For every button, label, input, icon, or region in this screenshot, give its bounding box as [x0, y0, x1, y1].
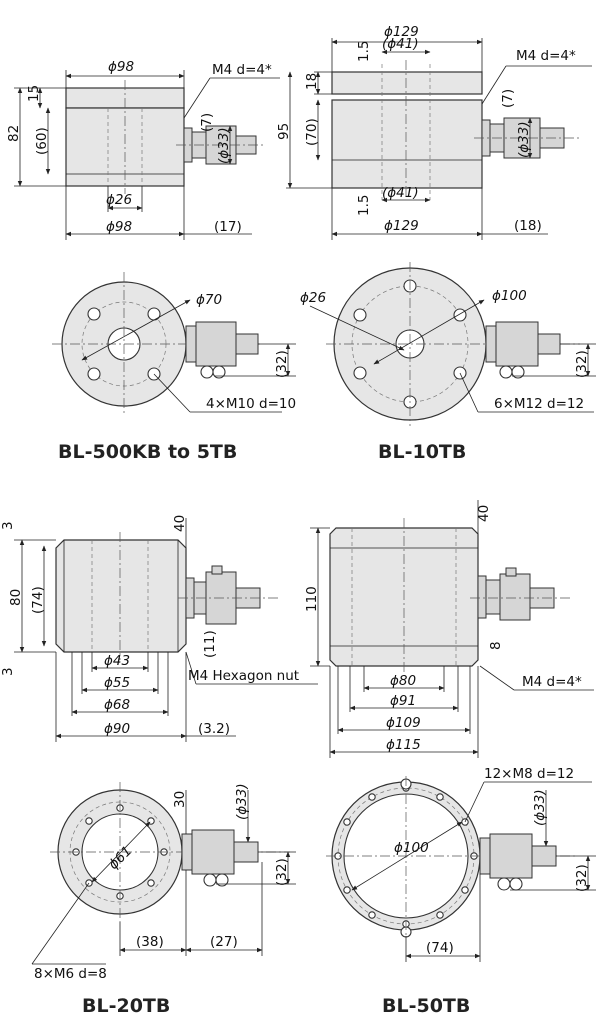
bl20-d11: (11)	[202, 630, 218, 658]
bl50-d109: ϕ109	[386, 715, 421, 731]
bl20-d68: ϕ68	[104, 697, 130, 713]
bl500-h15: 15	[26, 85, 42, 102]
bl50-d33: (ϕ33)	[532, 789, 548, 826]
bl500-top-view: ϕ70 (32) 4×M10 d=10	[52, 272, 296, 416]
bl10-top-view: ϕ26 ϕ100 (32) 6×M12 d=12	[300, 262, 596, 426]
bl10-h18: 18	[304, 73, 320, 90]
bl10-top-plate	[331, 71, 483, 95]
bl10-caption: BL-10TB	[378, 441, 466, 463]
bl500-caption: BL-500KB to 5TB	[58, 441, 237, 463]
bl20-d40: 40	[172, 515, 188, 532]
bl10-d18: (18)	[514, 218, 542, 234]
bl10-h1-5-top: 1.5	[356, 41, 372, 62]
bl10-side-view: ϕ129 (ϕ41) 1.5 M4 d=4* 18 95 (70) (7) (ϕ…	[276, 24, 592, 240]
bl10-d26: ϕ26	[300, 290, 326, 306]
bl20-d33: (ϕ33)	[234, 783, 250, 820]
bl500-d32: (32)	[274, 350, 290, 378]
bl500-d33: (ϕ33)	[216, 127, 232, 164]
bl50-d40: 40	[476, 505, 492, 522]
bl10-d100: ϕ100	[492, 288, 527, 304]
bl20-h74: (74)	[30, 586, 46, 614]
bl500-side-view: ϕ98 15 82 (60) M4 d=4* (7) (ϕ33) ϕ26 ϕ98…	[6, 59, 280, 240]
bl50-d100: ϕ100	[394, 840, 429, 856]
bl10-m4-label: M4 d=4*	[516, 48, 576, 64]
bl50-top-view: ϕ100 12×M8 d=12 (ϕ33) (32) (74)	[326, 766, 596, 962]
bl50-side-view: 110 40 8 M4 d=4* ϕ80 ϕ91 ϕ109 ϕ115	[304, 500, 594, 758]
bl500-h82: 82	[6, 125, 22, 142]
bl50-d8: 8	[488, 641, 504, 650]
bl20-bolts: 8×M6 d=8	[34, 966, 107, 982]
bl20-caption: BL-20TB	[82, 995, 170, 1017]
bl50-d74: (74)	[426, 940, 454, 956]
bl20-top-view: ϕ61 30 (ϕ33) (32) (38) (27) 8×M6 d=8	[31, 782, 296, 982]
bl50-d115: ϕ115	[386, 737, 421, 753]
bl10-h1-5-bot: 1.5	[356, 195, 372, 216]
bl500-top-diameter: ϕ98	[108, 59, 134, 75]
bl20-connector-top	[181, 829, 259, 887]
bl500-d26: ϕ26	[106, 192, 132, 208]
bl20-d43: ϕ43	[104, 653, 130, 669]
bl500-h60: (60)	[34, 127, 50, 155]
bl50-bolts: 12×M8 d=12	[484, 766, 574, 782]
bl50-caption: BL-50TB	[382, 995, 470, 1017]
bl500-d17: (17)	[214, 219, 242, 235]
bl10-d41-bot: (ϕ41)	[382, 185, 419, 201]
bl20-d3-2: (3.2)	[198, 721, 230, 737]
bl50-m4-label: M4 d=4*	[522, 674, 582, 690]
bl20-connector	[178, 565, 280, 625]
bl20-d30: 30	[172, 791, 188, 808]
bl50-connector-top	[479, 833, 557, 891]
bl500-d70: ϕ70	[196, 292, 222, 308]
bl500-m4-label: M4 d=4*	[212, 62, 272, 78]
bl10-connector	[474, 117, 580, 159]
bl50-d80: ϕ80	[390, 673, 416, 689]
bl20-d90: ϕ90	[104, 721, 130, 737]
bl20-h3-top: 3	[0, 521, 16, 530]
bl10-d41-top: (ϕ41)	[382, 36, 419, 52]
bl50-connector	[470, 567, 572, 621]
bl10-connector-top	[485, 321, 561, 379]
bl20-d32: (32)	[274, 858, 290, 886]
bl10-bottom-diameter: ϕ129	[384, 218, 419, 234]
bl10-d7: (7)	[500, 89, 516, 108]
bl20-nut-label: M4 Hexagon nut	[188, 668, 299, 684]
bl10-d33: (ϕ33)	[516, 121, 532, 158]
bl20-d27: (27)	[210, 934, 238, 950]
bl50-d91: ϕ91	[390, 693, 416, 709]
bl50-h110: 110	[304, 586, 320, 612]
bl10-h95: 95	[276, 123, 292, 140]
bl20-d38: (38)	[136, 934, 164, 950]
bl10-body	[331, 99, 483, 189]
bl20-body	[55, 539, 187, 653]
bl20-h80: 80	[8, 589, 24, 606]
bl500-bolts: 4×M10 d=10	[206, 396, 296, 412]
bl10-top-diameter: ϕ129	[384, 24, 419, 40]
bl500-connector-top	[185, 321, 259, 379]
bl10-bolts: 6×M12 d=12	[494, 396, 584, 412]
bl20-d55: ϕ55	[104, 675, 130, 691]
bl10-d32: (32)	[574, 350, 590, 378]
bl20-side-view: 3 80 (74) 3 40 (11) M4 Hexagon nut ϕ43 ϕ…	[0, 515, 318, 742]
bl10-h70: (70)	[304, 118, 320, 146]
bl500-d7: (7)	[199, 113, 215, 132]
bl20-h3-bot: 3	[0, 667, 16, 676]
bl50-d32: (32)	[574, 864, 590, 892]
bl500-bottom-diameter: ϕ98	[106, 219, 132, 235]
